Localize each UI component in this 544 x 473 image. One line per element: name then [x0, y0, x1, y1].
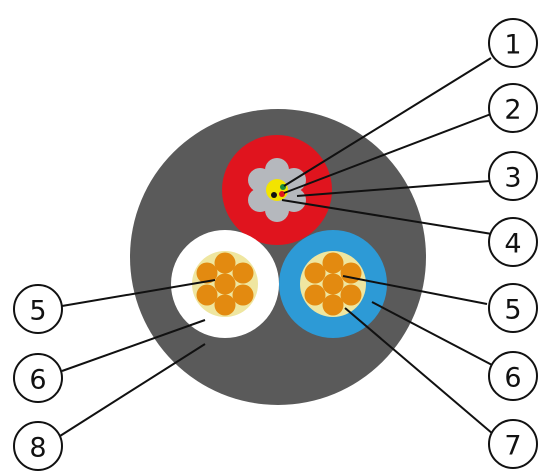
callout-circle — [13, 421, 63, 471]
callout-circle — [488, 151, 538, 201]
callout-3: 3 — [488, 151, 538, 201]
leader-6-left — [61, 319, 206, 372]
callout-6-right: 6 — [488, 351, 538, 401]
copper-strand — [214, 252, 236, 274]
copper-strand — [322, 273, 344, 295]
copper-strand — [340, 284, 362, 306]
callout-label: 7 — [504, 431, 521, 462]
copper-strand — [232, 262, 254, 284]
callout-2: 2 — [488, 83, 538, 133]
steel-strand — [248, 188, 272, 212]
leader-3 — [296, 180, 491, 197]
callout-label: 5 — [504, 295, 521, 326]
callout-circle — [488, 217, 538, 267]
copper-strand — [232, 284, 254, 306]
white-conductor — [171, 230, 279, 338]
callout-circle — [488, 18, 538, 68]
callout-circle — [488, 351, 538, 401]
leader-1 — [283, 57, 492, 187]
copper-strand — [304, 284, 326, 306]
callout-label: 3 — [504, 163, 521, 194]
callout-7: 7 — [488, 419, 538, 469]
callout-label: 5 — [29, 296, 46, 327]
leader-lines — [59, 57, 495, 437]
leader-4 — [281, 199, 493, 235]
callout-circle — [13, 353, 63, 403]
callout-label: 6 — [29, 365, 46, 396]
fiber-black — [271, 192, 277, 198]
callout-circle — [488, 283, 538, 333]
leader-5-right — [342, 275, 488, 305]
callout-circle — [488, 83, 538, 133]
center-core — [266, 179, 288, 201]
callout-4: 4 — [488, 217, 538, 267]
callout-5-left: 5 — [13, 284, 63, 334]
blue-conductor — [279, 230, 387, 338]
copper-strand — [322, 252, 344, 274]
copper-strand — [214, 294, 236, 316]
callout-circle — [13, 284, 63, 334]
copper-strand — [304, 262, 326, 284]
leader-7 — [344, 307, 494, 435]
callout-5-right: 5 — [488, 283, 538, 333]
copper-strand — [322, 294, 344, 316]
callout-label: 4 — [504, 229, 521, 260]
callout-6-left: 6 — [13, 353, 63, 403]
leader-5-left — [61, 279, 216, 307]
copper-strand — [214, 273, 236, 295]
callout-8: 8 — [13, 421, 63, 471]
leader-8 — [59, 343, 206, 437]
leader-2 — [283, 113, 492, 194]
copper-strand — [196, 284, 218, 306]
callout-1: 1 — [488, 18, 538, 68]
red-core — [222, 135, 332, 245]
callout-circle — [488, 419, 538, 469]
callout-label: 8 — [29, 433, 46, 464]
copper-strand — [196, 262, 218, 284]
callout-label: 1 — [504, 30, 521, 61]
steel-strand — [248, 168, 272, 192]
leader-6-right — [371, 301, 495, 367]
fiber-red — [279, 191, 285, 197]
callout-label: 6 — [504, 363, 521, 394]
copper-strand — [340, 262, 362, 284]
callout-label: 2 — [504, 95, 521, 126]
